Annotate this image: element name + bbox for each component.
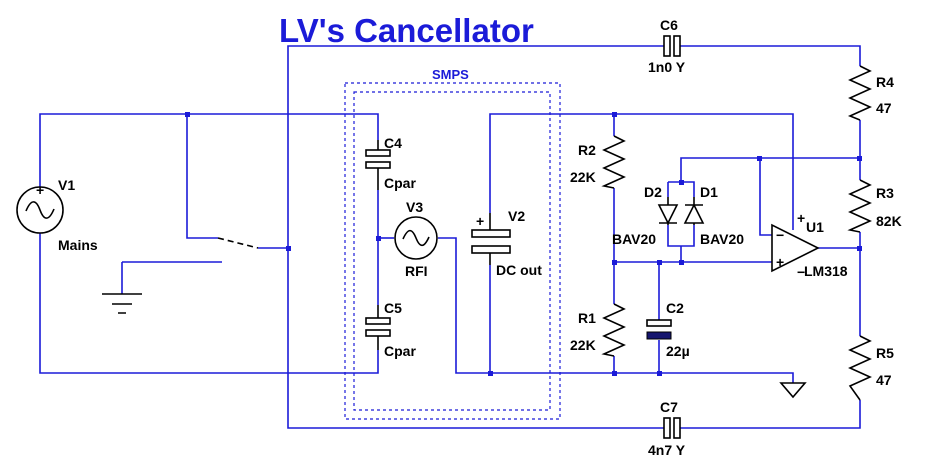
resistor-r3: R3 82K [847, 179, 902, 233]
capacitor-c7: C7 4n7 Y [648, 399, 686, 458]
svg-text:47: 47 [876, 372, 892, 388]
capacitor-c6: C6 1n0 Y [648, 17, 686, 75]
source-v1: + V1 Mains [16, 177, 98, 253]
svg-text:C5: C5 [384, 300, 402, 316]
svg-text:R4: R4 [876, 74, 894, 90]
svg-text:BAV20: BAV20 [612, 231, 656, 247]
svg-text:+: + [797, 210, 805, 226]
svg-text:Cpar: Cpar [384, 343, 416, 359]
svg-text:Mains: Mains [58, 237, 98, 253]
svg-text:C2: C2 [666, 300, 684, 316]
svg-text:−: − [797, 264, 805, 280]
mains-switch [217, 237, 259, 249]
svg-text:R1: R1 [578, 310, 596, 326]
svg-text:C7: C7 [660, 399, 678, 415]
svg-text:V3: V3 [406, 199, 423, 215]
svg-text:D1: D1 [700, 184, 718, 200]
ground-left-icon [102, 293, 142, 314]
svg-text:47: 47 [876, 100, 892, 116]
smps-enclosure: SMPS [344, 67, 561, 420]
svg-text:4n7 Y: 4n7 Y [648, 442, 686, 458]
opamp-u1: − + + − U1 LM318 [771, 210, 848, 280]
svg-text:C6: C6 [660, 17, 678, 33]
source-v2: + V2 DC out [471, 208, 542, 278]
svg-text:R2: R2 [578, 142, 596, 158]
svg-text:22µ: 22µ [666, 343, 690, 359]
svg-text:U1: U1 [806, 219, 824, 235]
ground-right-icon [779, 382, 807, 399]
smps-label: SMPS [432, 67, 469, 82]
resistor-r5: R5 47 [848, 335, 894, 401]
resistor-r4: R4 47 [847, 65, 894, 121]
resistor-r1: R1 22K [570, 303, 626, 357]
svg-text:D2: D2 [644, 184, 662, 200]
svg-text:V2: V2 [508, 208, 525, 224]
junction-dots [185, 112, 862, 376]
svg-text:V1: V1 [58, 177, 75, 193]
capacitor-c5: C5 Cpar [365, 300, 416, 359]
svg-text:C4: C4 [384, 135, 402, 151]
svg-text:RFI: RFI [405, 263, 428, 279]
svg-text:DC out: DC out [496, 262, 542, 278]
svg-text:−: − [776, 227, 784, 243]
diode-d2: D2 BAV20 [612, 184, 679, 247]
svg-text:1n0 Y: 1n0 Y [648, 59, 686, 75]
svg-text:R3: R3 [876, 185, 894, 201]
svg-text:LM318: LM318 [804, 263, 848, 279]
svg-text:+: + [36, 182, 44, 198]
svg-text:+: + [476, 213, 484, 229]
svg-text:22K: 22K [570, 337, 596, 353]
svg-text:BAV20: BAV20 [700, 231, 744, 247]
capacitor-c4: C4 Cpar [365, 135, 416, 191]
diode-d1: D1 BAV20 [683, 184, 744, 247]
resistor-r2: R2 22K [570, 135, 626, 189]
svg-text:Cpar: Cpar [384, 175, 416, 191]
svg-text:82K: 82K [876, 213, 902, 229]
source-v3: V3 RFI [394, 199, 438, 279]
svg-text:22K: 22K [570, 169, 596, 185]
schematic-title: LV's Cancellator [279, 12, 534, 49]
svg-text:R5: R5 [876, 345, 894, 361]
capacitor-c2: C2 22µ [646, 300, 690, 359]
svg-text:+: + [776, 254, 784, 270]
